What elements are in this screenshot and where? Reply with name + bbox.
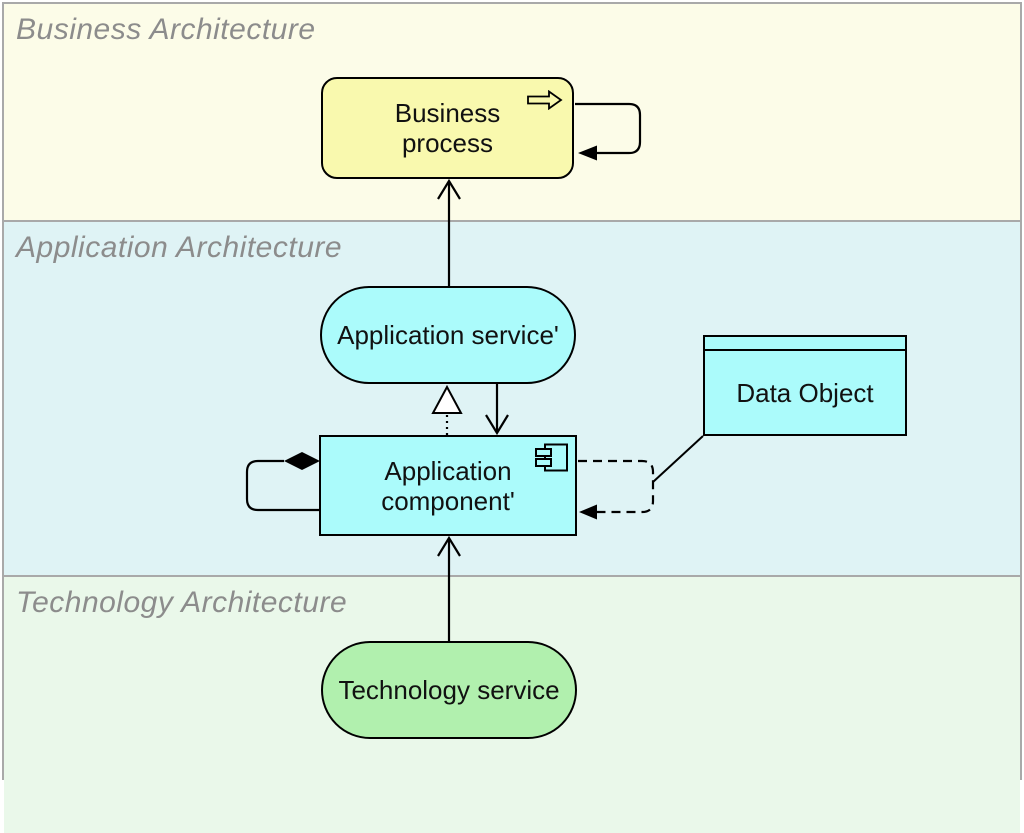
node-application-service[interactable]: Application service': [320, 286, 576, 384]
node-data-object[interactable]: Data Object: [703, 335, 907, 436]
node-application-component[interactable]: Application component': [319, 435, 577, 536]
data-object-label: Data Object: [736, 377, 874, 408]
technology-service-label: Technology service: [338, 675, 560, 705]
application-component-label: Application component': [381, 455, 515, 516]
node-business-process[interactable]: Business process: [321, 77, 574, 179]
business-process-label: Business process: [394, 98, 501, 158]
application-service-label: Application service': [337, 320, 559, 350]
layer-business: Business Architecture: [4, 4, 1020, 220]
layer-label-technology: Technology Architecture: [16, 586, 348, 619]
layer-label-application: Application Architecture: [16, 231, 343, 264]
process-arrow-icon: [527, 86, 563, 116]
layer-label-business: Business Architecture: [16, 13, 316, 46]
node-technology-service[interactable]: Technology service: [321, 641, 577, 739]
component-icon: [535, 443, 569, 478]
data-object-header-band: [705, 337, 905, 351]
